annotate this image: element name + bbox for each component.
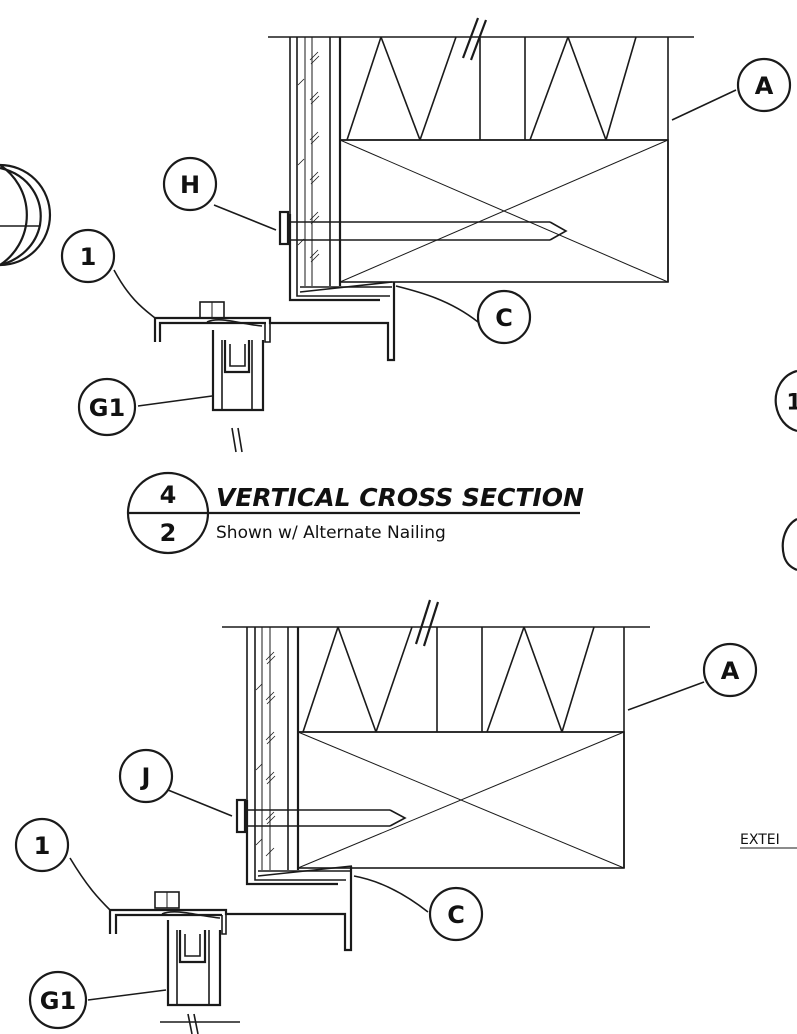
nail: [278, 210, 568, 246]
svg-text:H: H: [180, 171, 200, 199]
callout-1-bottom: 1: [14, 817, 70, 873]
svg-text:G1: G1: [40, 987, 76, 1015]
svg-text:1: 1: [34, 832, 51, 860]
callout-c-bottom: C: [428, 886, 484, 942]
post-g1: [211, 330, 265, 453]
rim-board: [339, 139, 669, 283]
trim-profile: [108, 800, 353, 952]
callout-h: H: [162, 156, 218, 212]
nail: [235, 798, 407, 834]
floor-joist: [340, 36, 669, 282]
callout-g1-top: G1: [77, 377, 137, 437]
svg-text:A: A: [755, 72, 774, 100]
leader-lines: [69, 681, 705, 1001]
trim-profile: [153, 214, 396, 362]
svg-text:1: 1: [80, 243, 97, 271]
callout-1-top: 1: [60, 228, 116, 284]
rim-board: [297, 731, 625, 869]
section-subtitle: Shown w/ Alternate Nailing: [216, 523, 446, 543]
svg-text:A: A: [721, 657, 740, 685]
top-detail: A H 1 C G1: [0, 17, 792, 453]
section-title: VERTICAL CROSS SECTION: [216, 483, 584, 512]
post-g1: [160, 920, 240, 1034]
svg-text:4: 4: [160, 481, 177, 509]
callout-c-top: C: [476, 289, 532, 345]
wall-sheathing: [246, 627, 300, 870]
callout-j: J: [118, 748, 174, 804]
callout-a-bottom: A: [702, 642, 758, 698]
svg-text:C: C: [447, 901, 465, 929]
bolt: [199, 301, 263, 327]
floor-joist: [298, 626, 625, 868]
break-mark-icon: [414, 599, 440, 647]
bottom-detail: A J 1 C G1: [14, 599, 758, 1034]
svg-text:G1: G1: [89, 394, 125, 422]
callout-g1-bottom: G1: [28, 970, 88, 1030]
edge-text: EXTEI: [740, 832, 780, 848]
svg-text:1: 1: [786, 391, 797, 416]
svg-text:J: J: [140, 763, 151, 791]
leader-lines: [113, 89, 737, 407]
callout-a-top: A: [736, 57, 792, 113]
section-marker: 4 2 VERTICAL CROSS SECTION Shown w/ Alte…: [126, 471, 584, 555]
partial-callout-right: 1: [774, 369, 797, 572]
wall-sheathing: [289, 37, 342, 286]
bolt: [154, 891, 221, 919]
svg-text:2: 2: [160, 519, 177, 547]
partial-callout-left: [0, 163, 52, 267]
break-mark-icon: [461, 17, 488, 61]
svg-text:C: C: [495, 304, 513, 332]
